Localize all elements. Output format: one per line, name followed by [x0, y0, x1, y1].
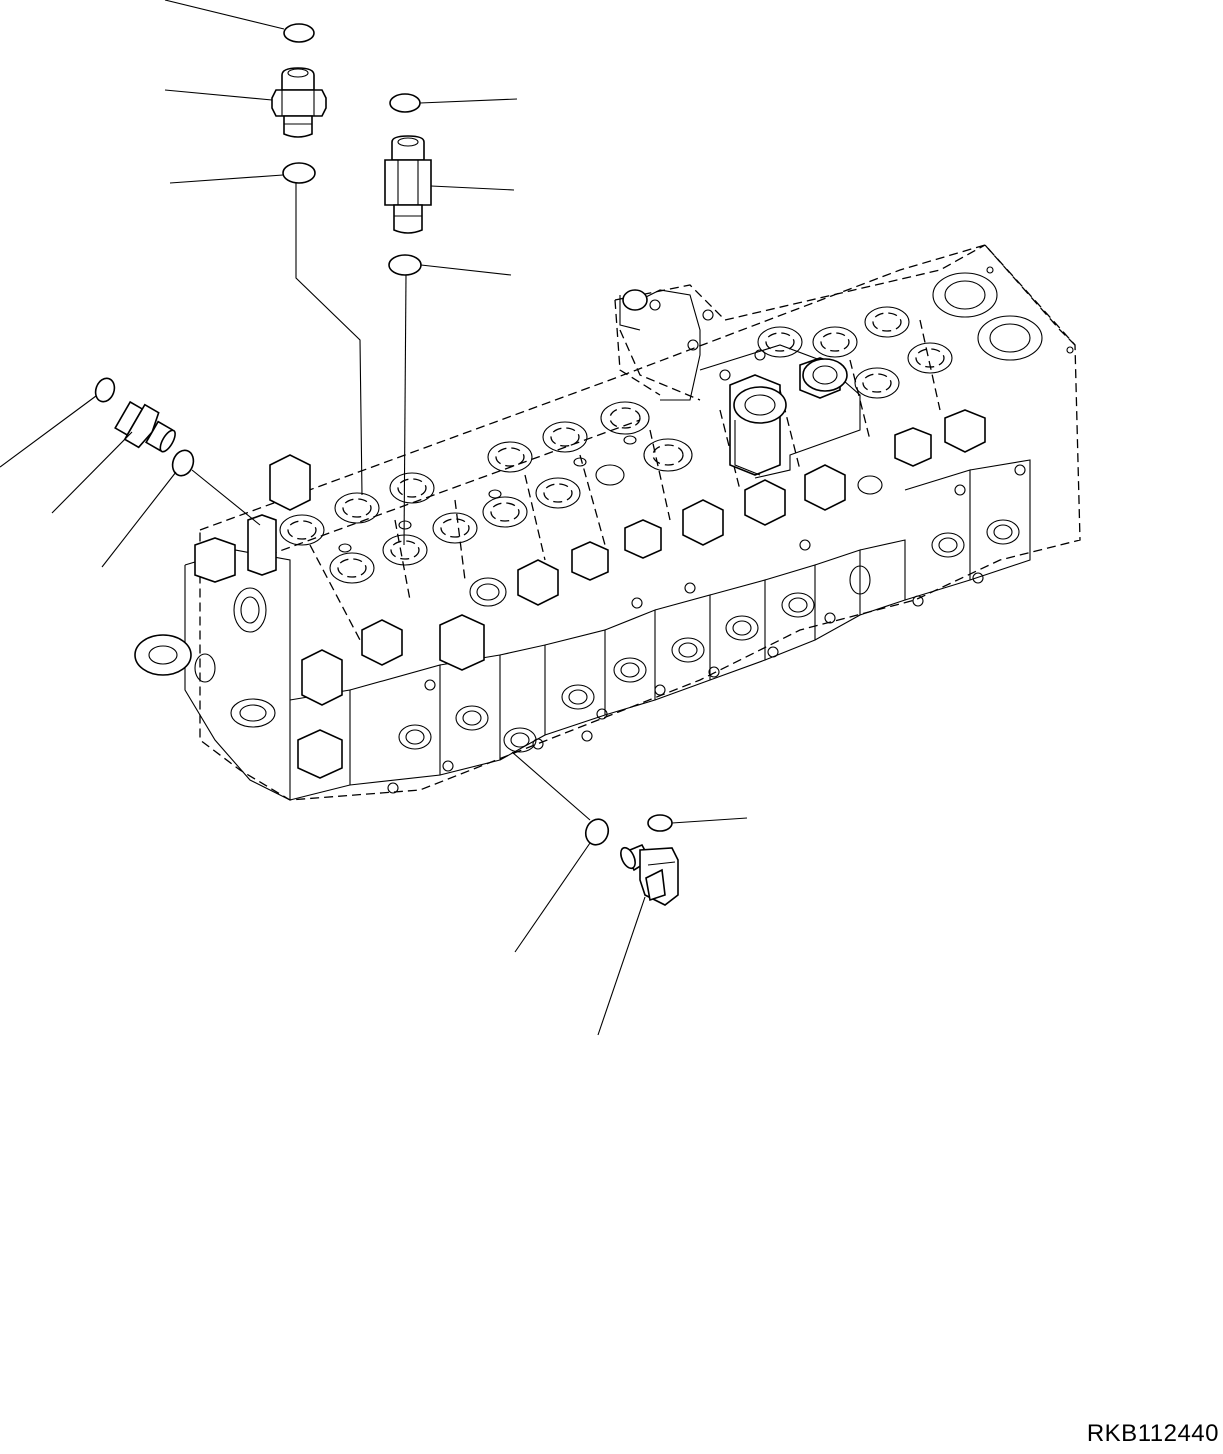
- drawing-number: RKB112440: [1086, 1420, 1219, 1447]
- small-bolts: [387, 266, 1074, 794]
- leader-line: [419, 98, 518, 104]
- o-ring-2: [282, 162, 316, 184]
- leader-line: [597, 896, 646, 1036]
- o-ring-1: [283, 23, 315, 43]
- o-ring-7: [584, 818, 610, 846]
- check-valve-cartridge: [384, 135, 432, 234]
- assembly-line: [511, 751, 591, 821]
- leader-line: [430, 185, 515, 191]
- leader-line: [420, 264, 512, 276]
- leader-line: [164, 89, 273, 101]
- o-ring-3: [389, 93, 421, 113]
- assembly-line: [295, 183, 363, 496]
- leader-line: [164, 0, 285, 30]
- hex-plugs: [194, 357, 986, 779]
- elbow-fitting: [620, 843, 679, 906]
- o-ring-4: [388, 254, 422, 276]
- leader-line: [0, 395, 97, 468]
- side-ports: [134, 475, 1020, 753]
- straight-fitting: [271, 67, 327, 138]
- leader-line: [51, 431, 133, 514]
- o-ring-8: [647, 814, 673, 832]
- o-ring-6: [171, 449, 195, 477]
- leader-line: [101, 471, 177, 568]
- grease-fitting: [114, 400, 176, 453]
- leader-line: [671, 817, 748, 824]
- assembly-line: [403, 274, 407, 546]
- o-ring-5: [94, 377, 116, 403]
- leader-line: [169, 174, 284, 184]
- main-control-valve-body: [134, 244, 1081, 801]
- assembly-line: [191, 469, 261, 526]
- leader-line: [514, 842, 591, 953]
- valve-ports: [279, 272, 1043, 584]
